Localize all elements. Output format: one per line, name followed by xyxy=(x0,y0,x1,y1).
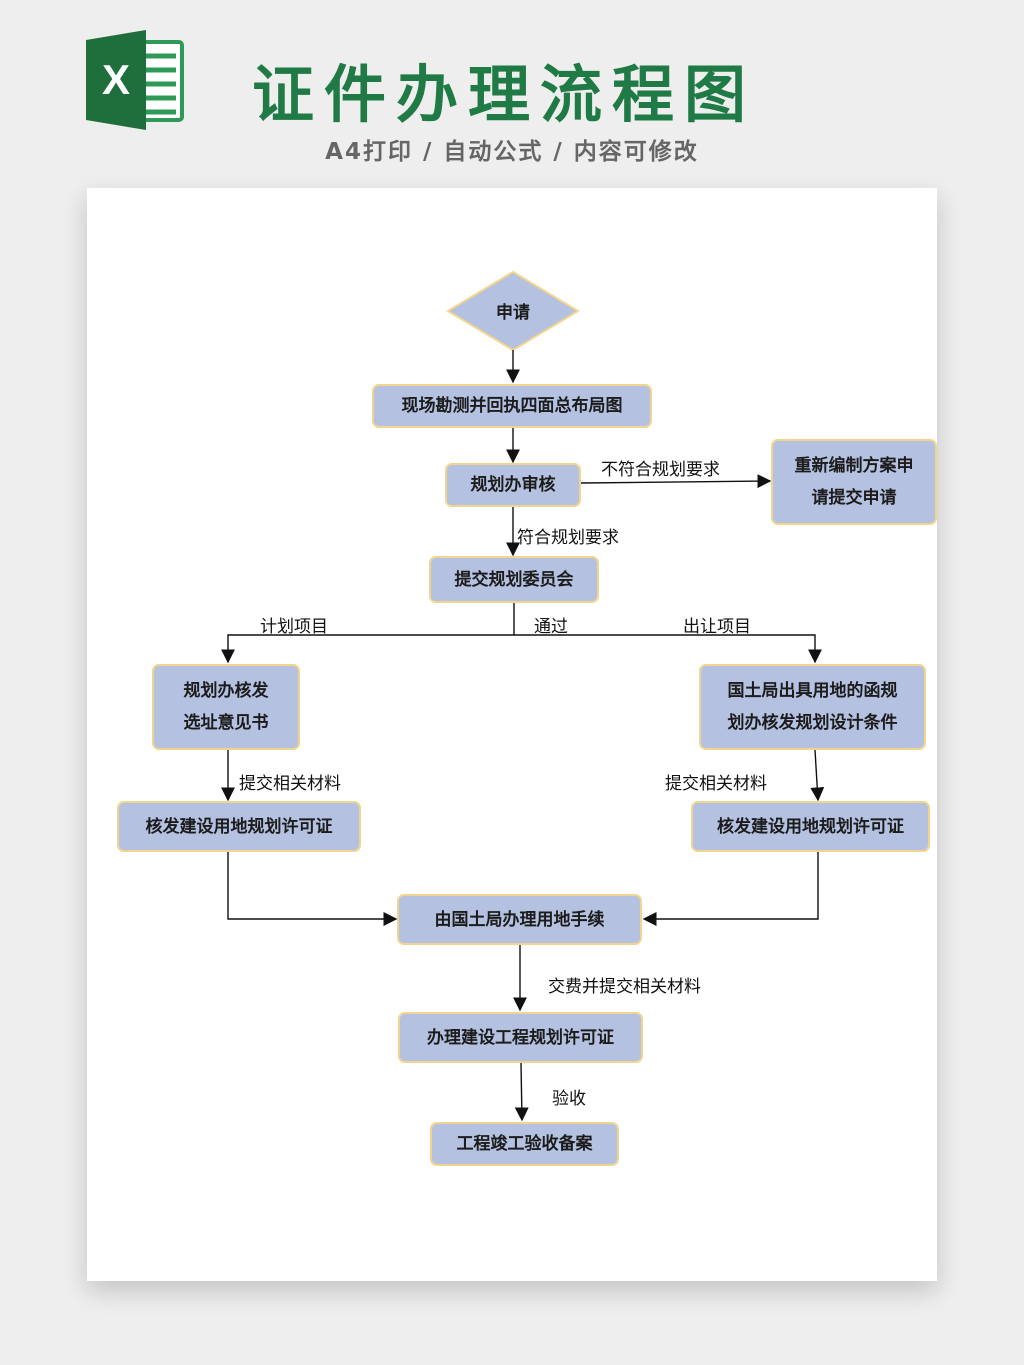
connector-review-resubmit xyxy=(580,474,772,489)
start-node-label: 申请 xyxy=(496,303,530,323)
node-permit-left[interactable]: 核发建设用地规划许可证 xyxy=(117,801,361,852)
connector-to-plan-site xyxy=(221,634,514,664)
excel-logo-icon: X xyxy=(86,30,184,130)
node-committee[interactable]: 提交规划委员会 xyxy=(429,556,599,603)
label-transfer-project: 出让项目 xyxy=(683,617,751,637)
node-review[interactable]: 规划办审核 xyxy=(445,463,581,507)
label-plan-project: 计划项目 xyxy=(260,617,328,637)
node-build-permit[interactable]: 办理建设工程规划许可证 xyxy=(398,1012,643,1063)
page-subtitle: A4打印 / 自动公式 / 内容可修改 xyxy=(325,139,699,165)
node-accept[interactable]: 工程竣工验收备案 xyxy=(430,1122,619,1166)
connector-permit-left-land-proc xyxy=(227,852,398,926)
label-pass: 通过 xyxy=(534,617,568,637)
label-inspect: 验收 xyxy=(552,1089,586,1109)
label-submit-right: 提交相关材料 xyxy=(665,774,767,794)
node-resubmit[interactable]: 重新编制方案申 请提交申请 xyxy=(771,439,937,525)
label-submit-left: 提交相关材料 xyxy=(239,774,341,794)
label-comply: 符合规划要求 xyxy=(517,528,619,548)
node-land-proc[interactable]: 由国土局办理用地手续 xyxy=(397,894,642,945)
node-permit-right[interactable]: 核发建设用地规划许可证 xyxy=(691,801,930,852)
label-fee: 交费并提交相关材料 xyxy=(548,977,701,997)
connector-to-land-func xyxy=(514,634,822,664)
connector-land-func-permit-right xyxy=(810,749,825,802)
page-title: 证件办理流程图 xyxy=(252,58,757,131)
connector-build-permit-accept xyxy=(514,1062,529,1122)
label-not-comply: 不符合规划要求 xyxy=(601,460,720,480)
connector-permit-right-land-proc xyxy=(642,852,819,926)
node-survey[interactable]: 现场勘测并回执四面总布局图 xyxy=(372,384,652,428)
excel-logo-letter: X xyxy=(102,56,130,103)
node-land-func[interactable]: 国土局出具用地的函规 划办核发规划设计条件 xyxy=(699,664,926,750)
node-plan-site[interactable]: 规划办核发 选址意见书 xyxy=(152,664,300,750)
